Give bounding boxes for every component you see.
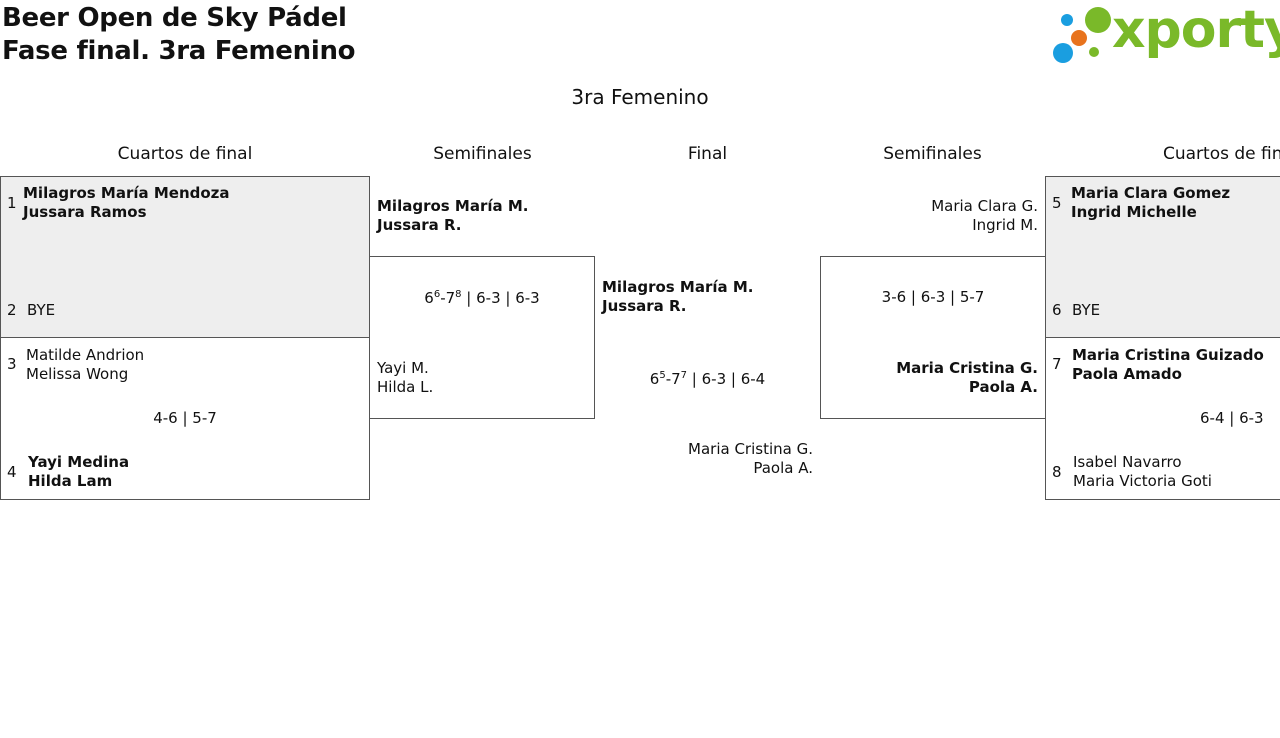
score-part: | 6-3 | 6-4 — [687, 370, 766, 388]
logo-text: xporty — [1112, 0, 1280, 60]
seed-number: 1 — [7, 194, 17, 212]
tiebreak-score: 5 — [659, 370, 666, 381]
seed-number: 2 — [7, 301, 17, 319]
match-score: 66-78 | 6-3 | 6-3 — [369, 289, 595, 307]
seed-number: 6 — [1052, 301, 1062, 319]
player-name: Maria Cristina Guizado — [1072, 346, 1264, 364]
player-name: Ingrid Michelle — [1071, 203, 1197, 221]
score-part: | 6-3 | 6-3 — [461, 289, 540, 307]
player-name: Maria Victoria Goti — [1073, 472, 1212, 490]
round-label-left-semis: Semifinales — [433, 144, 532, 164]
score-part: -7 — [665, 370, 681, 388]
player-name: Isabel Navarro — [1073, 453, 1182, 471]
score-part: -7 — [440, 289, 456, 307]
semifinal-left-box — [369, 256, 595, 419]
phase-title: Fase final. 3ra Femenino — [2, 36, 356, 66]
player-name: Maria Clara G. — [931, 197, 1038, 215]
player-name: Jussara R. — [602, 297, 687, 315]
player-name: Hilda L. — [377, 378, 434, 396]
player-name: Paola A. — [753, 459, 813, 477]
quarterfinal-left-1 — [0, 176, 370, 338]
tiebreak-score: 8 — [455, 289, 462, 300]
seed-number: 5 — [1052, 194, 1062, 212]
player-name: Maria Clara Gomez — [1071, 184, 1231, 202]
player-name: Yayi M. — [377, 359, 429, 377]
seed-number: 7 — [1052, 355, 1062, 373]
player-name: Paola A. — [968, 378, 1038, 396]
category-title: 3ra Femenino — [571, 85, 709, 109]
logo-dots-icon — [1053, 7, 1111, 63]
player-name: Jussara R. — [377, 216, 462, 234]
player-name: Milagros María M. — [602, 278, 754, 296]
seed-number: 3 — [7, 355, 17, 373]
match-score: 65-77 | 6-3 | 6-4 — [595, 370, 820, 388]
round-label-right-semis: Semifinales — [883, 144, 982, 164]
round-label-right-quarters: Cuartos de fin — [1163, 144, 1280, 164]
player-name: Maria Cristina G. — [896, 359, 1038, 377]
quarterfinal-right-2 — [1045, 337, 1280, 500]
match-score: 3-6 | 6-3 | 5-7 — [881, 288, 985, 306]
round-label-final: Final — [687, 144, 728, 164]
player-name: Matilde Andrion — [26, 346, 145, 364]
seed-number: 4 — [7, 463, 17, 481]
player-name: Maria Cristina G. — [688, 440, 813, 458]
match-score: 6-4 | 6-3 — [1200, 409, 1264, 427]
tiebreak-score: 7 — [680, 370, 688, 381]
xporty-logo[interactable]: xporty — [1050, 0, 1280, 66]
score-part: 6 — [649, 370, 660, 388]
player-name: Jussara Ramos — [23, 203, 147, 221]
bye-label: BYE — [27, 301, 56, 319]
player-name: Hilda Lam — [28, 472, 113, 490]
score-part: 6 — [424, 289, 434, 307]
seed-number: 8 — [1052, 463, 1062, 481]
player-name: Ingrid M. — [972, 216, 1038, 234]
match-score: 4-6 | 5-7 — [153, 409, 217, 427]
player-name: Milagros María Mendoza — [23, 184, 230, 202]
player-name: Paola Amado — [1072, 365, 1182, 383]
event-title: Beer Open de Sky Pádel — [2, 3, 347, 33]
player-name: Yayi Medina — [28, 453, 130, 471]
player-name: Milagros María M. — [377, 197, 529, 215]
tiebreak-score: 6 — [433, 289, 441, 300]
round-label-left-quarters: Cuartos de final — [117, 144, 253, 164]
bye-label: BYE — [1072, 301, 1101, 319]
quarterfinal-right-1 — [1045, 176, 1280, 338]
player-name: Melissa Wong — [26, 365, 129, 383]
